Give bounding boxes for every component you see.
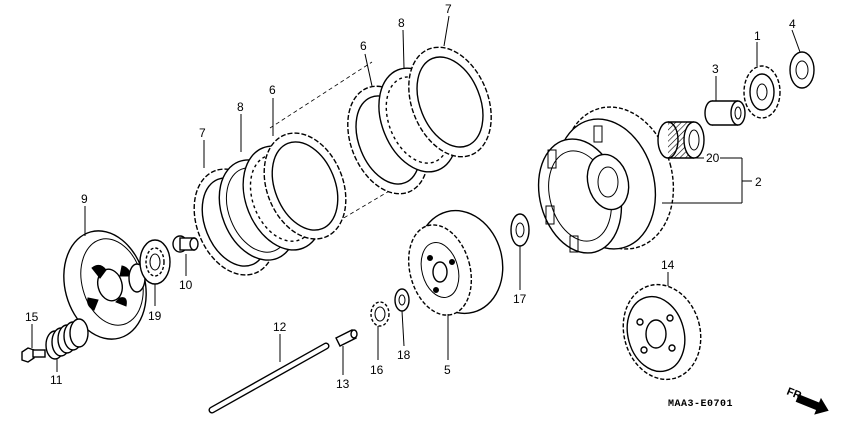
bolt-15 — [21, 347, 46, 363]
label-part-1: 1 — [754, 29, 761, 43]
bearing-19 — [139, 239, 171, 285]
label-part-6-left: 6 — [269, 83, 276, 97]
label-part-8-left: 8 — [237, 100, 244, 114]
friction-disc-left-back — [263, 132, 347, 240]
lifter-piece-10 — [172, 235, 199, 253]
diagram-code: MAA3-E0701 — [668, 399, 733, 410]
spline-collar-16 — [370, 301, 390, 327]
label-part-16: 16 — [370, 363, 384, 377]
label-part-4: 4 — [789, 17, 796, 31]
lifter-piece-13 — [335, 329, 358, 347]
part-labels: 1 2 3 4 5 6 6 7 7 8 8 9 10 11 12 13 14 1… — [25, 2, 796, 391]
washer-4 — [789, 51, 815, 89]
label-part-3: 3 — [712, 62, 719, 76]
label-part-12: 12 — [273, 320, 287, 334]
label-part-10: 10 — [179, 278, 193, 292]
driven-gear-14 — [622, 283, 702, 381]
clutch-outer-2 — [537, 106, 675, 254]
label-part-19: 19 — [148, 309, 162, 323]
leader-lines — [31, 15, 801, 375]
label-part-8-right: 8 — [398, 16, 405, 30]
clutch-center-5 — [407, 209, 504, 316]
label-part-20: 20 — [706, 151, 720, 165]
needle-bearing-20 — [657, 121, 705, 159]
label-part-15: 15 — [25, 310, 39, 324]
label-part-17: 17 — [513, 292, 527, 306]
label-part-7-left: 7 — [199, 126, 206, 140]
label-part-9: 9 — [81, 192, 88, 206]
label-part-14: 14 — [661, 258, 675, 272]
collar-3 — [704, 100, 746, 126]
clutch-spring-11 — [45, 318, 89, 360]
label-part-2: 2 — [755, 175, 762, 189]
friction-disc-7-right — [408, 46, 492, 158]
label-part-11: 11 — [50, 373, 63, 387]
label-part-18: 18 — [397, 348, 411, 362]
lifter-rod-12 — [208, 342, 330, 414]
label-part-13: 13 — [336, 377, 350, 391]
washer-18 — [394, 288, 410, 312]
pressure-plate-9 — [63, 230, 147, 340]
front-direction-arrow-icon — [795, 394, 829, 415]
label-part-7-right: 7 — [445, 2, 452, 16]
label-part-6-right: 6 — [360, 39, 367, 53]
drive-sprocket-1 — [743, 65, 781, 119]
label-part-5: 5 — [444, 363, 451, 377]
thrust-washer-17 — [510, 213, 530, 247]
